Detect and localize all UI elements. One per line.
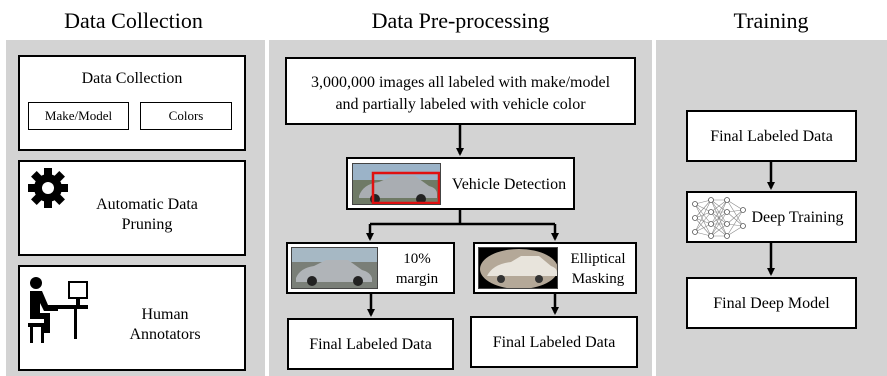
elliptical-masking-box: Elliptical Masking bbox=[473, 242, 637, 294]
human-annotator-icon bbox=[26, 275, 90, 345]
heading-data-preprocessing: Data Pre-processing bbox=[371, 8, 550, 33]
final-labeled-data-right-label: Final Labeled Data bbox=[492, 334, 616, 351]
source-images-box: 3,000,000 images all labeled with make/m… bbox=[285, 57, 636, 125]
heading-data-collection: Data Collection bbox=[64, 8, 203, 33]
training-final-data-label: Final Labeled Data bbox=[710, 128, 833, 145]
data-collection-box: Data Collection Make/Model Colors bbox=[18, 55, 246, 151]
margin-label-line-2: margin bbox=[395, 271, 439, 287]
final-labeled-data-left-box: Final Labeled Data bbox=[287, 318, 454, 370]
gear-icon bbox=[26, 166, 70, 210]
make-model-tag: Make/Model bbox=[28, 102, 129, 130]
colors-tag: Colors bbox=[140, 102, 232, 130]
vehicle-detection-box: Vehicle Detection bbox=[346, 157, 575, 210]
colors-label: Colors bbox=[168, 108, 204, 123]
masking-label-line-1: Elliptical bbox=[570, 251, 626, 267]
vehicle-detection-label: Vehicle Detection bbox=[451, 176, 567, 193]
deep-training-label: Deep Training bbox=[751, 209, 844, 226]
automatic-pruning-box: Automatic Data Pruning bbox=[18, 160, 246, 256]
car-photo-thumbnail bbox=[352, 163, 441, 205]
source-line-2: and partially labeled with vehicle color bbox=[335, 96, 586, 113]
final-labeled-data-right-box: Final Labeled Data bbox=[470, 316, 638, 368]
margin-crop-box: 10% margin bbox=[286, 242, 455, 294]
data-collection-title: Data Collection bbox=[81, 70, 183, 87]
human-annotators-box: Human Annotators bbox=[18, 265, 246, 371]
deep-training-box: Deep Training bbox=[686, 191, 857, 243]
final-deep-model-box: Final Deep Model bbox=[686, 277, 857, 329]
masked-car-thumbnail bbox=[478, 247, 558, 289]
margin-car-thumbnail bbox=[291, 247, 378, 289]
source-line-1: 3,000,000 images all labeled with make/m… bbox=[310, 74, 611, 91]
final-labeled-data-left-label: Final Labeled Data bbox=[309, 336, 432, 353]
final-deep-model-label: Final Deep Model bbox=[713, 295, 830, 312]
human-annotators-label: Human Annotators bbox=[129, 306, 201, 343]
masking-label-line-2: Masking bbox=[571, 271, 625, 287]
neural-network-icon bbox=[691, 196, 747, 240]
training-final-data-box: Final Labeled Data bbox=[686, 110, 857, 162]
heading-training: Training bbox=[733, 8, 809, 33]
automatic-pruning-label: Automatic Data Pruning bbox=[96, 196, 198, 233]
make-model-label: Make/Model bbox=[44, 108, 113, 123]
margin-label-line-1: 10% bbox=[403, 251, 431, 267]
